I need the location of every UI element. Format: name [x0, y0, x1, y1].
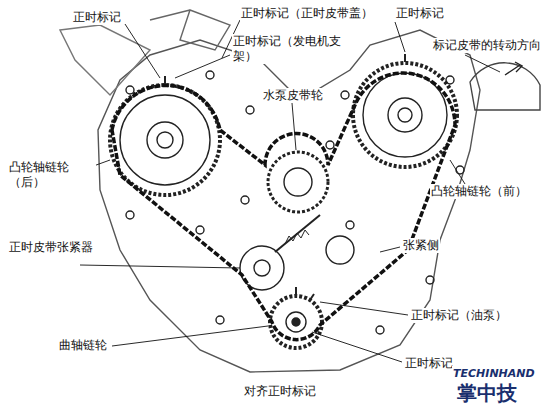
part-label: 正时标记	[72, 10, 122, 25]
part-label: 标记皮带的转动方向	[432, 38, 542, 53]
part-label: 曲轴链轮	[58, 338, 108, 353]
bolt	[126, 86, 134, 94]
part-label: 正时皮带张紧器	[8, 240, 98, 255]
bolt	[206, 71, 214, 79]
bolt	[456, 166, 464, 174]
bolt	[126, 211, 134, 219]
part-label: 正时标记（油泵）	[410, 308, 508, 323]
bolt	[376, 326, 384, 334]
bolt	[446, 76, 454, 84]
bolt	[341, 91, 349, 99]
bolt	[426, 276, 434, 284]
part-label: 正时标记	[404, 356, 454, 371]
part-label: 水泵皮带轮	[262, 88, 324, 103]
bolt	[241, 196, 249, 204]
figure-caption: 对齐正时标记	[243, 384, 317, 399]
part-label: 正时标记（正时皮带盖）	[240, 6, 374, 21]
bolt	[246, 106, 254, 114]
bolt	[216, 316, 224, 324]
part-label: 张紧侧	[402, 238, 440, 253]
watermark: 掌中技	[456, 381, 518, 405]
part-label: 正时标记（发电机支架）	[232, 34, 346, 64]
bolt	[326, 141, 334, 149]
bolt	[196, 226, 204, 234]
part-label: 凸轮轴链轮（前）	[430, 184, 528, 199]
watermark: TECHINHAND	[452, 366, 536, 381]
bolt	[346, 221, 354, 229]
part-label: 凸轮轴链轮（后）	[8, 160, 96, 190]
part-label: 正时标记	[395, 6, 445, 21]
